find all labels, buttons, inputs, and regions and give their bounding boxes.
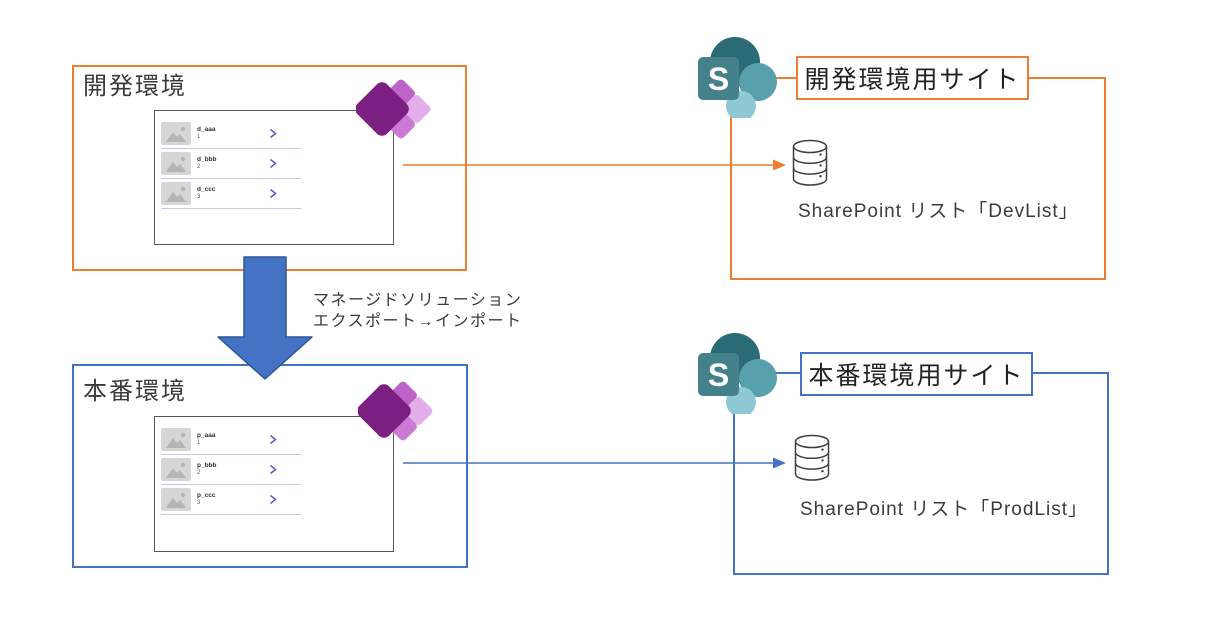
sharepoint-letter: S — [708, 61, 729, 97]
chevron-right-icon — [270, 434, 277, 445]
prod-environment-title: 本番環境 — [83, 378, 187, 405]
chevron-right-icon — [270, 494, 277, 505]
dev-list-caption: SharePoint リスト「DevList」 — [798, 201, 1079, 222]
database-icon — [792, 139, 828, 186]
database-icon — [794, 434, 830, 481]
transfer-caption: マネージドソリューション エクスポート→インポート — [313, 290, 523, 332]
transfer-caption-line1: マネージドソリューション — [313, 292, 523, 309]
item-subtitle: 2 — [197, 163, 201, 170]
dev-site-label: 開発環境用サイト — [796, 56, 1029, 100]
image-placeholder-icon — [161, 458, 191, 481]
list-item: p_aaa 1 — [161, 425, 301, 455]
image-placeholder-icon — [161, 182, 191, 205]
list-item: p_bbb 2 — [161, 455, 301, 485]
prod-data-flow-arrow — [403, 457, 786, 469]
sharepoint-icon: S — [698, 37, 777, 118]
dev-data-flow-arrow — [403, 159, 786, 171]
item-subtitle: 2 — [197, 469, 201, 476]
powerapps-icon — [356, 79, 431, 139]
item-title: p_ccc — [197, 491, 216, 499]
chevron-right-icon — [270, 128, 277, 139]
chevron-right-icon — [270, 158, 277, 169]
item-subtitle: 3 — [197, 499, 201, 506]
image-placeholder-icon — [161, 122, 191, 145]
solution-transfer-arrow — [217, 256, 313, 380]
list-item: d_bbb 2 — [161, 149, 301, 179]
list-item: d_aaa 1 — [161, 119, 301, 149]
dev-site-label-text: 開発環境用サイト — [804, 66, 1021, 94]
powerapps-icon — [358, 381, 433, 441]
prod-app-gallery: p_aaa 1 p_bbb 2 p_cc — [161, 425, 301, 515]
item-title: d_ccc — [197, 185, 216, 193]
prod-site-label-text: 本番環境用サイト — [808, 362, 1025, 390]
dev-site-box — [730, 77, 1106, 280]
prod-list-caption: SharePoint リスト「ProdList」 — [800, 499, 1088, 520]
image-placeholder-icon — [161, 488, 191, 511]
item-subtitle: 1 — [197, 439, 201, 446]
sharepoint-icon: S — [698, 333, 777, 414]
image-placeholder-icon — [161, 152, 191, 175]
item-title: p_aaa — [197, 431, 216, 439]
image-placeholder-icon — [161, 428, 191, 451]
dev-environment-title: 開発環境 — [83, 73, 187, 100]
prod-site-label: 本番環境用サイト — [800, 352, 1033, 396]
dev-app-mockup: d_aaa 1 d_bbb 2 d_cc — [154, 110, 394, 245]
chevron-right-icon — [270, 188, 277, 199]
chevron-right-icon — [270, 464, 277, 475]
list-item: d_ccc 3 — [161, 179, 301, 209]
item-subtitle: 1 — [197, 133, 201, 140]
prod-app-mockup: p_aaa 1 p_bbb 2 p_cc — [154, 416, 394, 552]
item-title: p_bbb — [197, 461, 217, 469]
item-title: d_aaa — [197, 125, 216, 133]
list-item: p_ccc 3 — [161, 485, 301, 515]
prod-site-box — [733, 372, 1109, 575]
sharepoint-letter: S — [708, 357, 729, 393]
item-title: d_bbb — [197, 155, 217, 163]
item-subtitle: 3 — [197, 193, 201, 200]
dev-app-gallery: d_aaa 1 d_bbb 2 d_cc — [161, 119, 301, 209]
transfer-caption-line2: エクスポート→インポート — [313, 313, 523, 330]
